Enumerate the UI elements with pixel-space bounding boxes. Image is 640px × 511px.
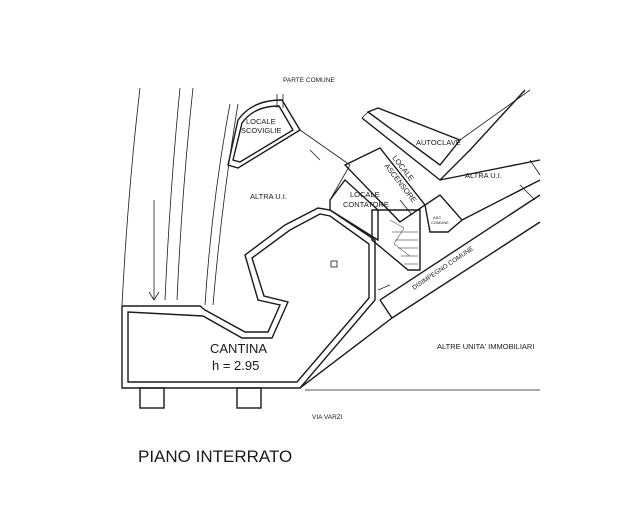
label-cantina-height: h = 2.95 <box>212 358 259 373</box>
label-asc-comune-1: ASC. <box>433 215 442 220</box>
label-autoclave: AUTOCLAVE <box>416 138 461 147</box>
label-parte-comune: PARTE COMUNE <box>283 77 335 84</box>
label-altra-ui-right: ALTRA U.I. <box>465 171 502 180</box>
locale-scoviglie-walls <box>227 94 301 169</box>
floor-marker <box>330 260 338 268</box>
autoclave-walls <box>361 89 531 181</box>
ramp-lines <box>121 87 239 306</box>
label-locale-contatore-2: CONTATORE <box>343 200 389 209</box>
cantina-walls <box>121 207 376 389</box>
label-asc-comune-2: COMUNE <box>431 220 449 225</box>
label-locale-scoviglie-2: SCOVIGLIE <box>241 126 281 135</box>
label-locale-contatore-1: LOCALE <box>350 190 380 199</box>
label-cantina: CANTINA <box>210 341 267 356</box>
asc-comune-walls <box>424 194 463 233</box>
label-via-varzi: VIA VARZI <box>312 414 343 421</box>
street-boundary <box>299 317 540 391</box>
service-block-walls <box>329 147 427 271</box>
plan-title: PIANO INTERRATO <box>138 447 292 466</box>
label-locale-scoviglie-1: LOCALE <box>246 117 276 126</box>
label-altra-ui-left: ALTRA U.I. <box>250 192 287 201</box>
pillars <box>139 387 262 409</box>
label-altre-unita: ALTRE UNITA' IMMOBILIARI <box>437 342 534 351</box>
altra-ui-walls <box>299 129 351 201</box>
disimpegno-walls <box>377 159 541 319</box>
